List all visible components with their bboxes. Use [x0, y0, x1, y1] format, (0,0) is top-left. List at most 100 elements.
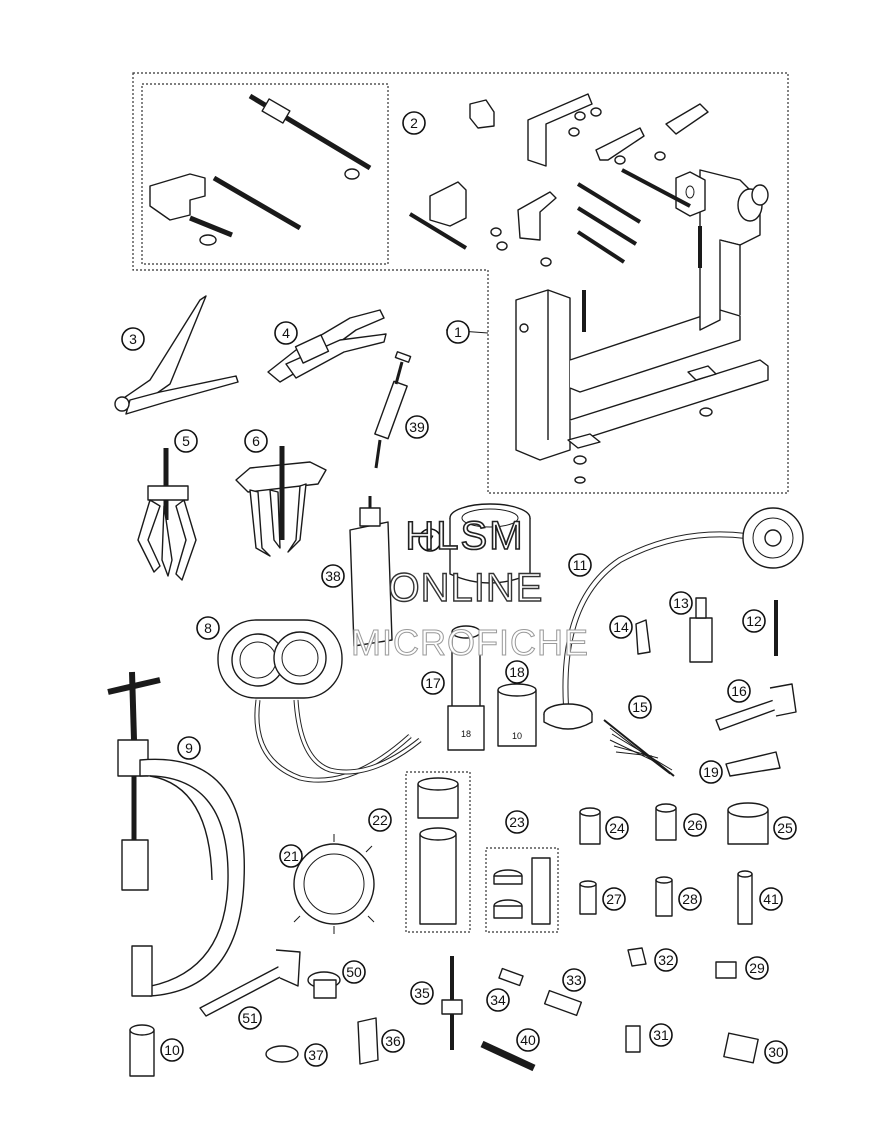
callout-5: 5	[174, 429, 198, 453]
callout-12: 12	[742, 609, 766, 633]
item-14	[635, 619, 651, 655]
dial-gauge	[543, 507, 804, 730]
callout-24: 24	[605, 816, 629, 840]
callout-11: 11	[568, 553, 592, 577]
callout-8: 8	[196, 616, 220, 640]
callout-16: 16	[727, 679, 751, 703]
callout-9: 9	[177, 736, 201, 760]
two-jaw-puller	[235, 446, 327, 557]
tool-35	[441, 956, 463, 1050]
grease-syringe	[374, 351, 412, 469]
bolt-set-boundary	[141, 83, 389, 265]
callout-4: 4	[274, 321, 298, 345]
part-50	[307, 971, 341, 999]
svg-text:5: 5	[182, 433, 190, 449]
svg-text:40: 40	[520, 1032, 536, 1048]
part-29	[715, 961, 737, 979]
svg-text:24: 24	[609, 820, 625, 836]
callout-14: 14	[609, 615, 633, 639]
callout-34: 34	[486, 988, 510, 1012]
svg-text:10: 10	[164, 1042, 180, 1058]
svg-text:12: 12	[746, 613, 762, 629]
hex-key-set	[603, 719, 675, 777]
part-37	[265, 1045, 299, 1063]
press-tool-set-23	[485, 847, 559, 933]
callout-40: 40	[516, 1028, 540, 1052]
callout-31: 31	[649, 1023, 673, 1047]
svg-text:25: 25	[777, 820, 793, 836]
part-30	[723, 1032, 759, 1064]
callout-35: 35	[410, 981, 434, 1005]
svg-text:1: 1	[454, 324, 462, 340]
svg-text:41: 41	[763, 891, 779, 907]
watermark-line-2: ONLINE	[388, 565, 544, 610]
drift-25	[727, 802, 769, 845]
callout-29: 29	[745, 956, 769, 980]
cylinder-container	[449, 503, 531, 584]
callout-19: 19	[699, 760, 723, 784]
sealant-tube	[349, 496, 393, 647]
loctite-13	[689, 597, 713, 663]
part-31	[625, 1025, 641, 1053]
watermark-line-3: MICROFICHE	[351, 622, 589, 664]
callout-7: 7	[418, 528, 442, 552]
item-19	[725, 751, 781, 777]
bolt-33	[543, 989, 583, 1017]
svg-text:29: 29	[749, 960, 765, 976]
callout-3: 3	[121, 327, 145, 351]
callout-25: 25	[773, 816, 797, 840]
socket-18: 10	[497, 683, 537, 747]
spanner-16	[715, 683, 797, 731]
svg-text:15: 15	[632, 699, 648, 715]
callout-38: 38	[321, 564, 345, 588]
callout-17: 17	[421, 671, 445, 695]
callout-26: 26	[683, 813, 707, 837]
socket-17-mark: 18	[461, 729, 471, 739]
callout-15: 15	[628, 695, 652, 719]
svg-text:13: 13	[673, 595, 689, 611]
svg-text:50: 50	[346, 964, 362, 980]
svg-text:17: 17	[425, 675, 441, 691]
engine-stand	[408, 93, 769, 484]
callout-1: 1	[446, 320, 470, 344]
callout-30: 30	[764, 1040, 788, 1064]
callout-37: 37	[304, 1043, 328, 1067]
callout-2: 2	[402, 111, 426, 135]
clutch-holder	[293, 834, 375, 934]
svg-text:26: 26	[687, 817, 703, 833]
svg-text:19: 19	[703, 764, 719, 780]
callout-50: 50	[342, 960, 366, 984]
callout-13: 13	[669, 591, 693, 615]
svg-text:21: 21	[283, 848, 299, 864]
svg-text:18: 18	[509, 664, 525, 680]
tool-10	[129, 1024, 155, 1077]
svg-text:39: 39	[409, 419, 425, 435]
svg-text:32: 32	[658, 952, 674, 968]
svg-text:35: 35	[414, 985, 430, 1001]
svg-text:6: 6	[252, 433, 260, 449]
svg-text:3: 3	[129, 331, 137, 347]
svg-text:16: 16	[731, 683, 747, 699]
valve-spring-compressor	[107, 671, 245, 997]
callout-36: 36	[381, 1029, 405, 1053]
svg-text:33: 33	[566, 972, 582, 988]
pressure-gauge	[217, 619, 422, 783]
svg-text:4: 4	[282, 325, 290, 341]
callout-41: 41	[759, 887, 783, 911]
svg-text:11: 11	[573, 557, 588, 573]
drift-28	[655, 876, 673, 917]
watermark-line-1: HLSM	[405, 513, 525, 559]
svg-text:51: 51	[242, 1010, 258, 1026]
callout-22: 22	[368, 808, 392, 832]
callout-18: 18	[505, 660, 529, 684]
kit-boundary	[132, 72, 789, 494]
callout-51: 51	[238, 1006, 262, 1030]
three-jaw-puller	[137, 448, 197, 581]
svg-text:38: 38	[325, 568, 341, 584]
svg-text:37: 37	[308, 1047, 324, 1063]
svg-text:30: 30	[768, 1044, 784, 1060]
socket-17: 18	[447, 625, 485, 751]
callout-10: 10	[160, 1038, 184, 1062]
